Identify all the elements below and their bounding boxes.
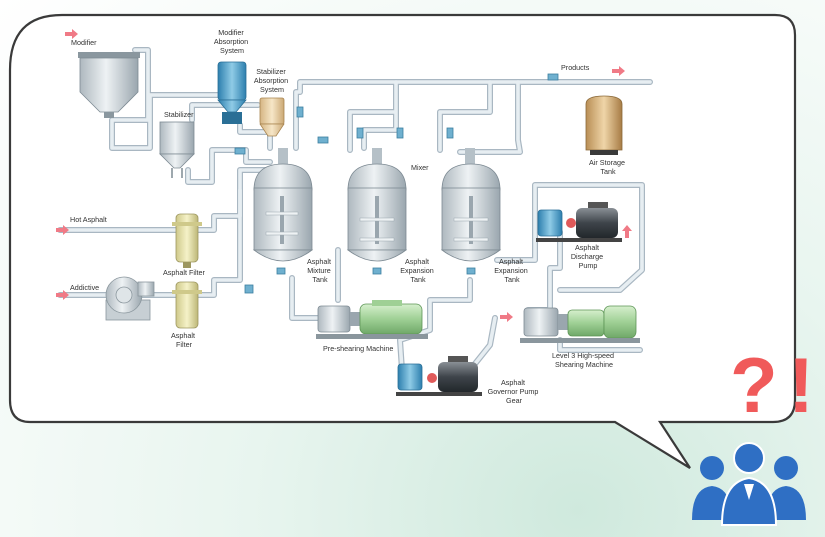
addictive-label: Addictive — [70, 283, 99, 292]
asphalt-governor-pump — [396, 356, 482, 396]
shearing-arrow-icon — [500, 312, 513, 322]
expansion-tank-2-label: Asphalt Expansion Tank — [494, 257, 530, 284]
flow-arrows — [56, 29, 632, 322]
mixer-label: Mixer — [411, 163, 429, 172]
hot-asphalt-arrow-icon — [56, 225, 69, 235]
asphalt-expansion-tank-2 — [440, 148, 502, 262]
question-mark-icon: ? — [730, 341, 778, 429]
asphalt-expansion-tank-1 — [346, 148, 408, 262]
mixture-tank-label: Asphalt Mixture Tank — [307, 257, 333, 284]
modifier-label: Modifier — [71, 38, 97, 47]
asphalt-filter-1-label: Asphalt Filter — [163, 268, 206, 277]
pump-up-arrow-icon — [622, 225, 632, 238]
asphalt-mixture-tank — [252, 148, 314, 262]
pre-shearing-label: Pre-shearing Machine — [323, 344, 393, 353]
modifier-absorption-system — [217, 61, 247, 124]
products-arrow-icon — [612, 66, 625, 76]
asphalt-filter-1 — [172, 213, 202, 268]
modifier-arrow-icon — [65, 29, 78, 39]
valves — [234, 73, 559, 294]
exclamation-mark-icon: ! — [788, 341, 814, 429]
stabilizer-label: Stabilizer — [164, 110, 194, 119]
addictive-blower — [105, 276, 155, 321]
level3-shearing-label: Level 3 High-speed Shearing Machine — [552, 351, 616, 369]
stabilizer-absorption-system — [259, 97, 285, 137]
expansion-tank-1-label: Asphalt Expansion Tank — [400, 257, 436, 284]
level3-shearing-machine — [520, 305, 640, 343]
modifier-absorption-label: Modifier Absorption System — [214, 28, 250, 55]
modifier-hopper — [78, 52, 140, 118]
stabilizer-tank — [159, 121, 195, 178]
asphalt-filter-2-label: Asphalt Filter — [171, 331, 197, 349]
air-storage-label: Air Storage Tank — [589, 158, 627, 176]
discharge-pump-label: Asphalt Discharge Pump — [571, 243, 605, 270]
pipe-network — [57, 47, 653, 383]
asphalt-filter-2 — [172, 281, 202, 329]
hot-asphalt-label: Hot Asphalt — [70, 215, 107, 224]
pre-shearing-machine — [316, 300, 428, 339]
air-storage-tank — [585, 95, 623, 155]
asphalt-discharge-pump — [536, 202, 622, 242]
addictive-arrow-icon — [56, 290, 69, 300]
governor-pump-label: Asphalt Governor Pump Gear — [488, 378, 541, 405]
products-label: Products — [561, 63, 590, 72]
stabilizer-absorption-label: Stabilizer Absorption System — [254, 67, 290, 94]
people-group-icon — [692, 442, 806, 526]
